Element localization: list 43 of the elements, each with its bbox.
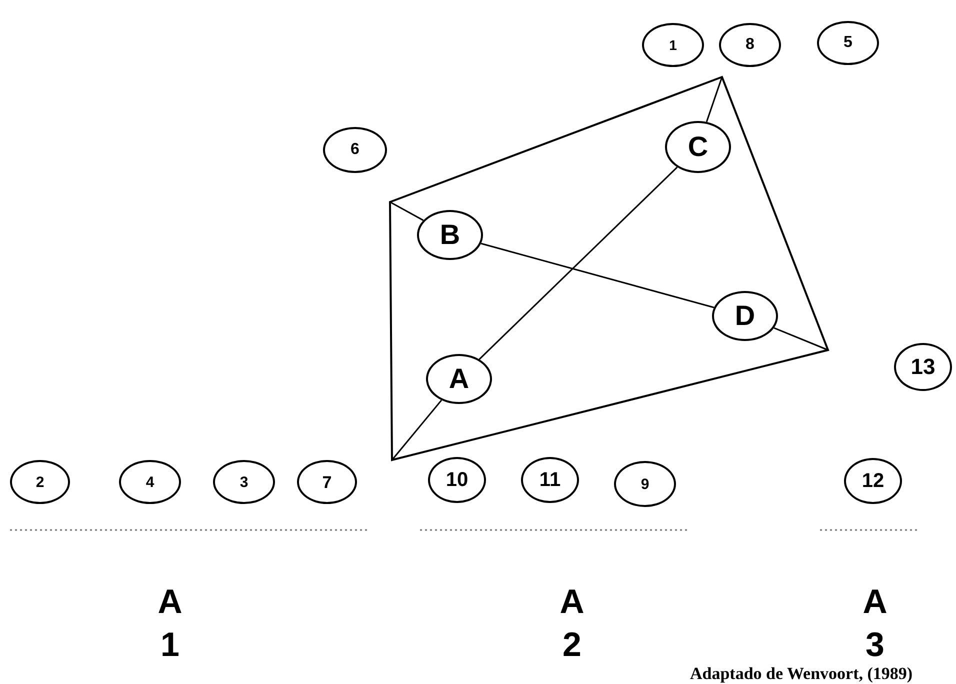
- node-label: 9: [640, 476, 650, 492]
- node-label: 7: [322, 474, 332, 490]
- node-ellipse: [323, 127, 387, 173]
- node-ellipse: [817, 21, 879, 65]
- group-label: 2: [562, 628, 582, 662]
- group-label: A: [158, 585, 182, 619]
- node-label: B: [440, 221, 460, 249]
- node-label: A: [448, 365, 470, 393]
- node-label: 2: [36, 474, 44, 490]
- node-label: 5: [844, 35, 852, 51]
- caption: Adaptado de Wenvoort, (1989): [690, 664, 913, 684]
- node-label: D: [734, 302, 756, 330]
- node-ellipse: [642, 23, 704, 67]
- node-ellipse: [712, 291, 778, 341]
- node-ellipse: [297, 460, 357, 504]
- node-ellipse: [665, 121, 731, 173]
- node-label: 3: [240, 474, 248, 490]
- node-label: 12: [862, 471, 884, 491]
- connector-line: [478, 166, 678, 360]
- node-ellipse: [10, 460, 70, 504]
- node-label: 10: [446, 470, 468, 490]
- node-ellipse: [417, 210, 483, 260]
- node-ellipse: [719, 23, 781, 67]
- node-label: 1: [669, 38, 677, 52]
- group-label: 3: [866, 628, 884, 662]
- node-label: 4: [146, 474, 154, 490]
- node-ellipse: [844, 458, 902, 504]
- node-label: C: [688, 133, 708, 161]
- node-label: 13: [910, 356, 936, 378]
- node-label: 8: [746, 37, 754, 53]
- node-ellipse: [213, 460, 275, 504]
- group-label: 1: [160, 628, 180, 662]
- connector-line: [480, 242, 714, 308]
- node-ellipse: [521, 457, 579, 503]
- group-label: A: [560, 585, 584, 619]
- node-label: 11: [539, 470, 561, 490]
- node-ellipse: [119, 460, 181, 504]
- node-ellipse: [894, 343, 952, 391]
- node-ellipse: [428, 457, 486, 503]
- node-label: 6: [350, 142, 360, 158]
- node-ellipse: [614, 461, 676, 507]
- node-ellipse: [426, 354, 492, 404]
- group-label: A: [862, 585, 888, 619]
